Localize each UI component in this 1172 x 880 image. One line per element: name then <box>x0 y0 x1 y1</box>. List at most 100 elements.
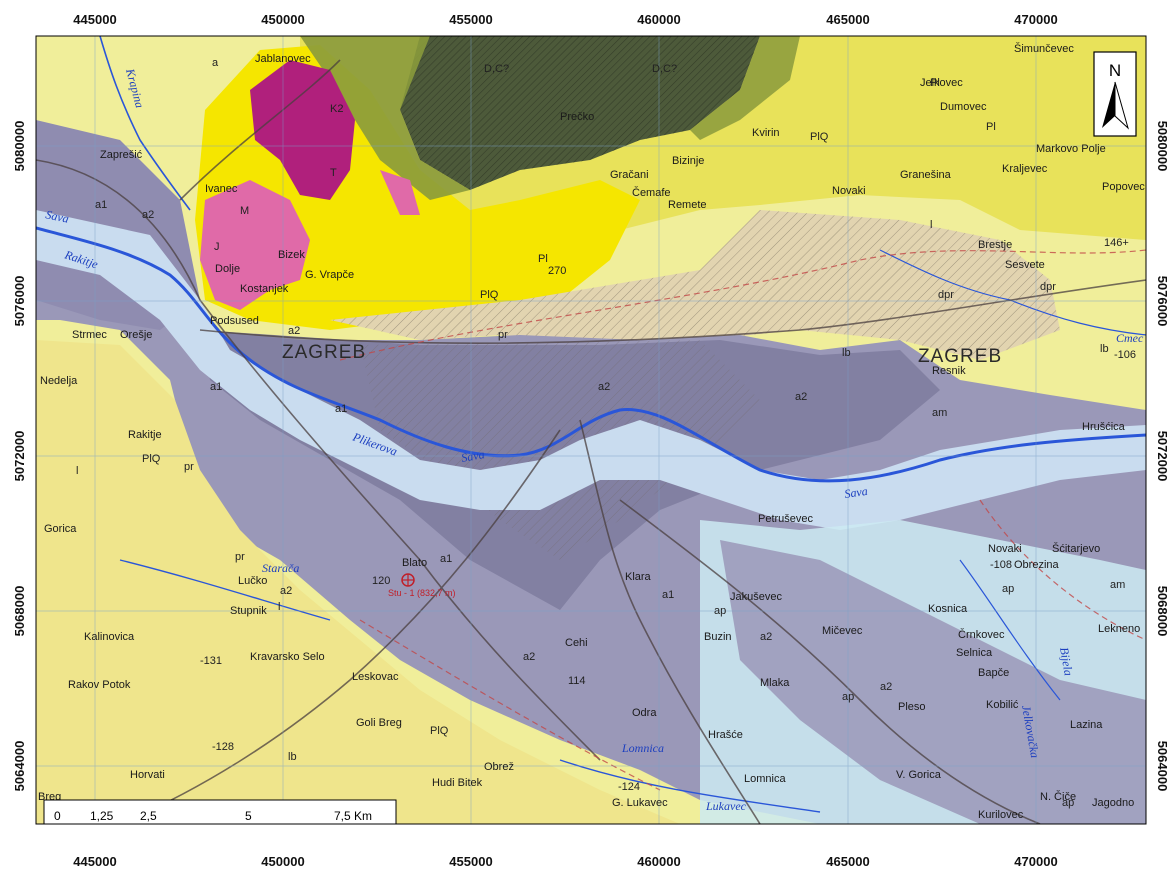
y-tick-label: 5080000 <box>12 121 27 172</box>
place-label: Popovec <box>1102 181 1145 193</box>
place-label: Kravarsko Selo <box>250 651 325 663</box>
svg-text:a2: a2 <box>795 391 807 403</box>
place-label: Ivanec <box>205 183 238 195</box>
y-tick-label: 5076000 <box>1155 276 1170 327</box>
svg-text:a2: a2 <box>142 209 154 221</box>
svg-text:D,C?: D,C? <box>484 63 509 75</box>
place-label: Jelkovec <box>920 77 963 89</box>
y-tick-label: 5064000 <box>1155 741 1170 792</box>
svg-text:lb: lb <box>288 751 297 763</box>
y-tick-label: 5068000 <box>12 586 27 637</box>
map-border <box>35 35 1147 825</box>
svg-text:M: M <box>240 205 249 217</box>
x-tick-label: 470000 <box>1014 854 1057 869</box>
svg-text:l: l <box>76 465 78 477</box>
place-label: Jagodno <box>1092 797 1134 809</box>
place-label: Petruševec <box>758 513 814 525</box>
svg-text:PlQ: PlQ <box>810 131 829 143</box>
place-label: Lučko <box>238 575 267 587</box>
place-label: Klara <box>625 571 652 583</box>
svg-text:Sava: Sava <box>843 484 868 501</box>
place-label: Lekneno <box>1098 623 1140 635</box>
x-tick-label: 445000 <box>73 12 116 27</box>
place-label: Rakov Potok <box>68 679 131 691</box>
place-label: Podsused <box>210 315 259 327</box>
place-label: Jakuševec <box>730 591 782 603</box>
x-tick-label: 450000 <box>261 854 304 869</box>
place-labels: Zaprešić Jablanovec Ivanec Dolje Kostanj… <box>38 42 1145 821</box>
place-label: Granešina <box>900 169 952 181</box>
place-label: Kostanjek <box>240 283 289 295</box>
scale-label: 5 <box>245 809 252 823</box>
svg-text:Cmec: Cmec <box>1116 331 1144 345</box>
place-label: Bizek <box>278 249 305 261</box>
place-label: Sesvete <box>1005 259 1045 271</box>
place-label: G. Lukavec <box>612 797 668 809</box>
svg-text:Sava: Sava <box>44 207 70 226</box>
place-label: Zaprešić <box>100 149 143 161</box>
place-label: Obrezina <box>1014 559 1060 571</box>
place-label: Buzin <box>704 631 732 643</box>
svg-text:ap: ap <box>1062 797 1074 809</box>
place-label: Šimunčevec <box>1014 42 1074 55</box>
svg-text:ap: ap <box>714 605 726 617</box>
place-label: Markovo Polje <box>1036 143 1106 155</box>
place-label: Bapče <box>978 667 1009 679</box>
x-tick-label: 450000 <box>261 12 304 27</box>
place-label: V. Gorica <box>896 769 942 781</box>
place-label: Prečko <box>560 111 594 123</box>
svg-text:T: T <box>330 167 337 179</box>
svg-text:D,C?: D,C? <box>652 63 677 75</box>
place-label: Gračani <box>610 169 649 181</box>
svg-text:ap: ap <box>1002 583 1014 595</box>
svg-text:a1: a1 <box>440 553 452 565</box>
scale-label: 7,5 Km <box>334 809 372 823</box>
svg-text:-131: -131 <box>200 655 222 667</box>
svg-text:l: l <box>930 219 932 231</box>
y-tick-label: 5072000 <box>12 431 27 482</box>
svg-text:am: am <box>1110 579 1125 591</box>
place-label: Stupnik <box>230 605 267 617</box>
krapina-river <box>99 36 191 211</box>
svg-text:Lomnica: Lomnica <box>621 741 664 755</box>
svg-text:-124: -124 <box>618 781 640 793</box>
svg-text:J: J <box>214 241 220 253</box>
north-arrow: N <box>1093 51 1137 137</box>
coordinate-grid <box>36 36 1146 824</box>
x-tick-label: 460000 <box>637 12 680 27</box>
place-label: Horvati <box>130 769 165 781</box>
svg-text:lb: lb <box>842 347 851 359</box>
svg-text:K2: K2 <box>330 103 343 115</box>
place-label: Kvirin <box>752 127 780 139</box>
place-label: Novaki <box>832 185 866 197</box>
svg-text:-128: -128 <box>212 741 234 753</box>
place-label: Resnik <box>932 365 966 377</box>
svg-text:lb: lb <box>1100 343 1109 355</box>
place-label: Leskovac <box>352 671 399 683</box>
y-tick-label: 5064000 <box>12 741 27 792</box>
unit-olive-green <box>300 36 470 200</box>
place-label: Nedelja <box>40 375 78 387</box>
y-tick-label: 5072000 <box>1155 431 1170 482</box>
x-tick-label: 465000 <box>826 854 869 869</box>
unit-pink-triassic <box>200 180 310 310</box>
svg-text:l: l <box>278 601 280 613</box>
x-tick-label: 460000 <box>637 854 680 869</box>
place-label: Gorica <box>44 523 77 535</box>
svg-text:Pl: Pl <box>930 77 940 89</box>
x-tick-label: 455000 <box>449 854 492 869</box>
svg-text:pr: pr <box>498 329 508 341</box>
svg-text:a2: a2 <box>523 651 535 663</box>
svg-text:a2: a2 <box>760 631 772 643</box>
place-label: G. Vrapče <box>305 269 354 281</box>
svg-text:146+: 146+ <box>1104 237 1129 249</box>
svg-text:pr: pr <box>235 551 245 563</box>
place-label: Mlaka <box>760 677 790 689</box>
boundary-lines <box>339 249 1146 791</box>
place-label: Čemafe <box>632 186 671 199</box>
place-label: Kosnica <box>928 603 968 615</box>
road-network <box>36 59 1146 824</box>
place-label: Rakitje <box>128 429 162 441</box>
place-label: Obrež <box>484 761 514 773</box>
svg-text:dpr: dpr <box>938 289 954 301</box>
